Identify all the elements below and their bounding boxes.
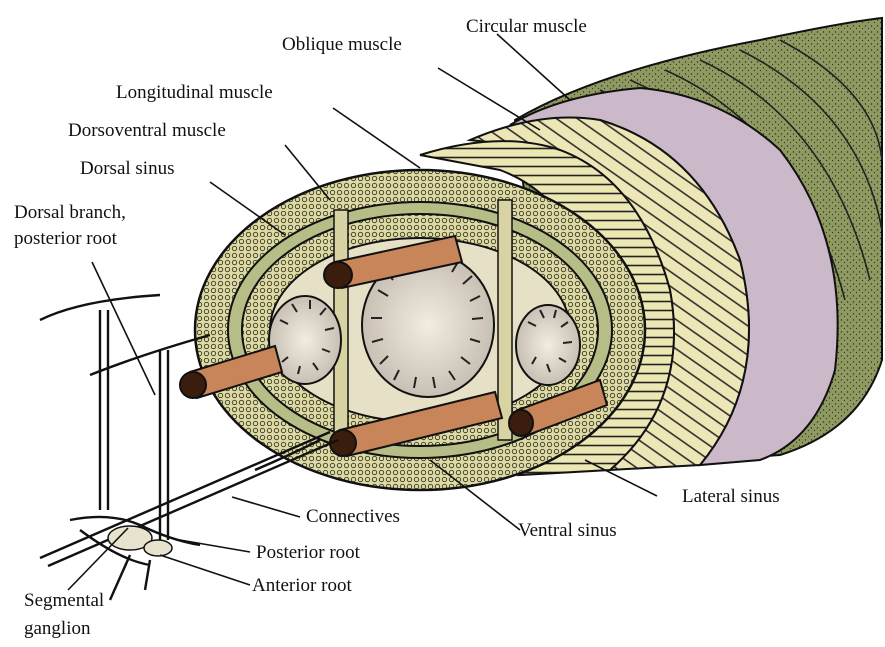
label-dorsoventral-muscle: Dorsoventral muscle (68, 120, 226, 142)
label-ventral-sinus: Ventral sinus (518, 520, 617, 542)
label-longitudinal-muscle: Longitudinal muscle (116, 82, 273, 104)
label-posterior-root: Posterior root (256, 542, 360, 564)
label-dorsal-branch-line1: Dorsal branch, (14, 202, 126, 224)
label-circular-muscle: Circular muscle (466, 16, 587, 38)
ganglion-bodies (108, 526, 172, 556)
label-anterior-root: Anterior root (252, 575, 352, 597)
corner-blank-patch (22, 26, 54, 70)
label-dorsal-branch-line2: posterior root (14, 228, 117, 250)
label-connectives: Connectives (306, 506, 400, 528)
label-lateral-sinus: Lateral sinus (682, 486, 780, 508)
label-segmental-line2: ganglion (24, 618, 91, 640)
label-oblique-muscle: Oblique muscle (282, 34, 402, 56)
label-dorsal-sinus: Dorsal sinus (80, 158, 174, 180)
label-segmental-line1: Segmental (24, 590, 104, 612)
